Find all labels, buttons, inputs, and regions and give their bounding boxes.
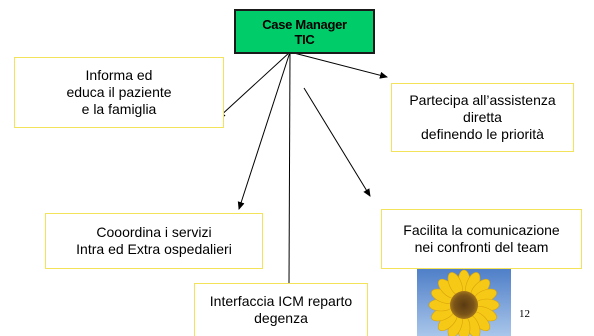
arrow-to-informa (217, 51, 291, 119)
node-text-line: nei confronti del team (414, 239, 549, 255)
node-partecipa: Partecipa all’assistenza diretta definen… (391, 83, 574, 152)
node-text-line: diretta (463, 109, 502, 125)
node-text-line: educa il paziente (66, 84, 172, 100)
arrow-to-interfaccia (288, 51, 291, 285)
root-node-case-manager: Case Manager TIC (234, 9, 375, 54)
node-informa: Informa ed educa il paziente e la famigl… (14, 57, 224, 128)
node-interfaccia: Interfaccia ICM reparto degenza (194, 283, 368, 336)
node-text-line: Facilita la comunicazione (403, 222, 560, 238)
node-facilita: Facilita la comunicazione nei confronti … (381, 209, 582, 269)
sunflower-image (417, 269, 511, 336)
arrow-to-facilita (303, 87, 371, 197)
node-text-line: definendo le priorità (421, 126, 544, 142)
root-line-1: Case Manager (262, 16, 347, 32)
node-text-line: Partecipa all’assistenza (409, 92, 556, 108)
node-text-line: degenza (254, 310, 308, 326)
page-number: 12 (519, 308, 530, 320)
node-text-line: Intra ed Extra ospedalieri (76, 241, 232, 257)
root-line-2: TIC (294, 31, 315, 47)
arrow-to-partecipa (289, 51, 388, 79)
node-text-line: Informa ed (85, 67, 153, 83)
node-text-line: e la famiglia (81, 101, 157, 117)
node-text-line: Interfaccia ICM reparto (209, 293, 353, 309)
node-text-line: Cooordina i servizi (96, 224, 212, 240)
arrow-to-coordina (237, 51, 291, 210)
node-coordina: Cooordina i servizi Intra ed Extra osped… (45, 213, 263, 269)
